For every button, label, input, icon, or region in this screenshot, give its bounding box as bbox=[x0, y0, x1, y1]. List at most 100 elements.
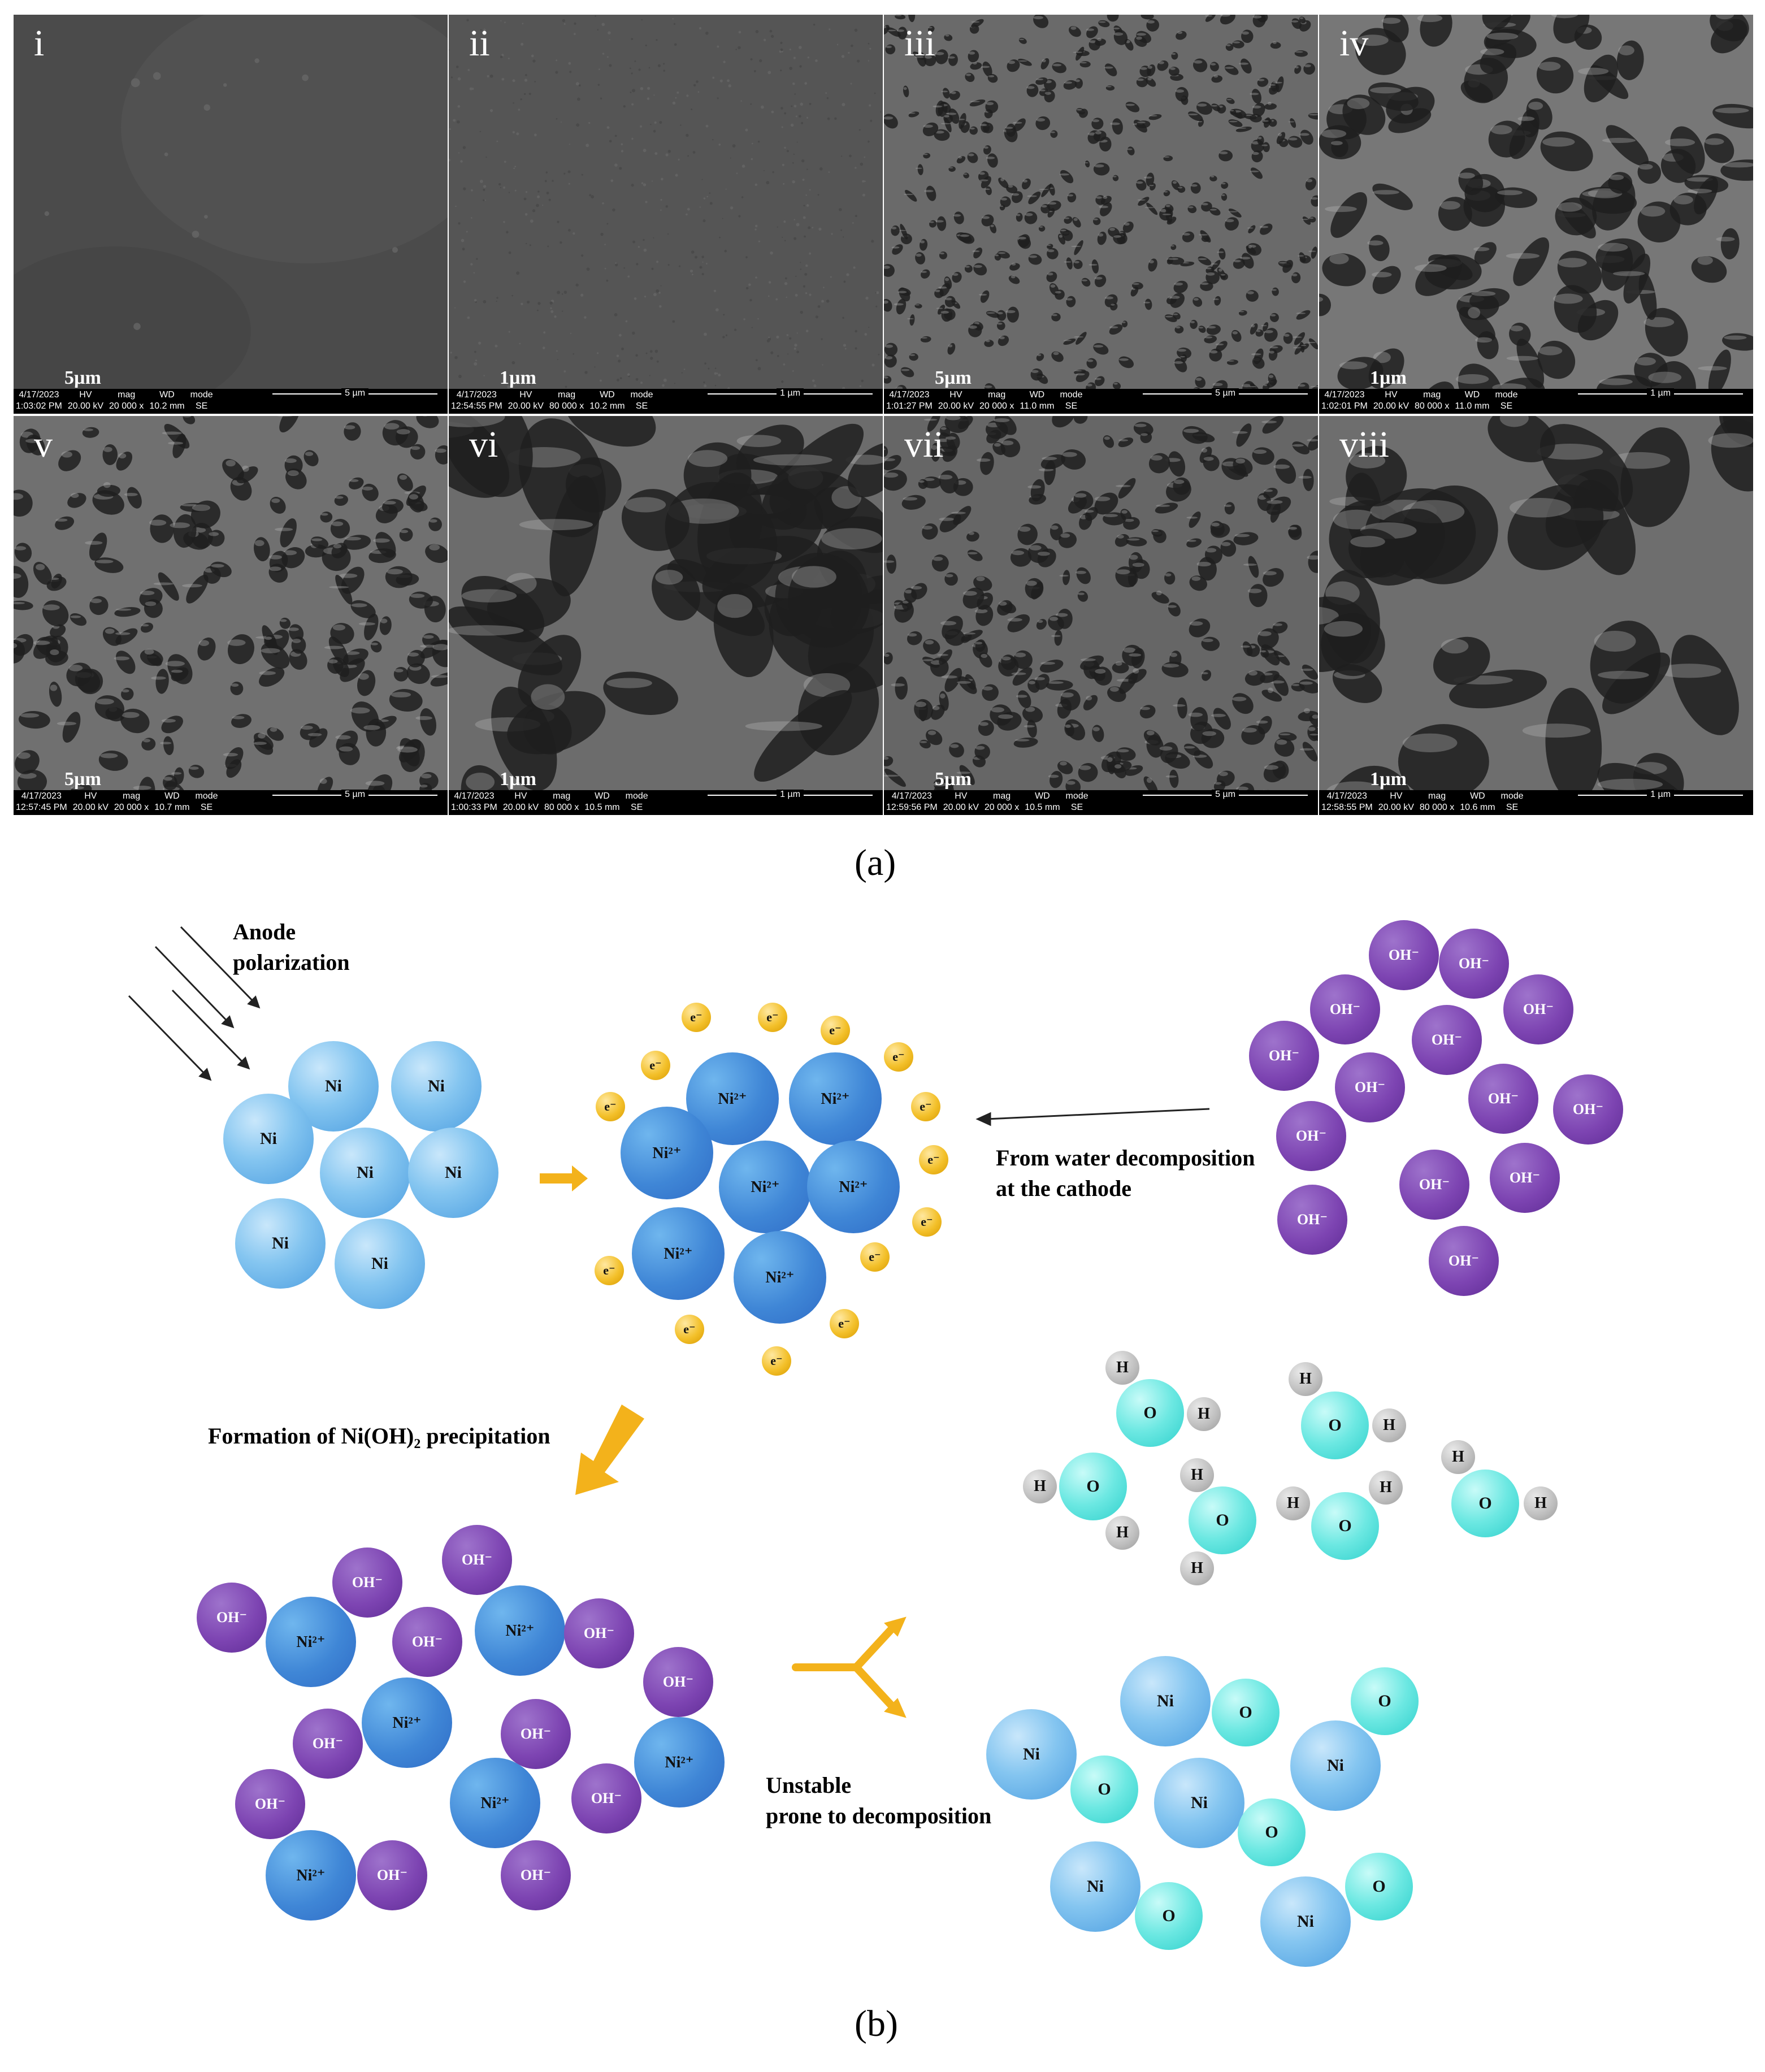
sem-panel-iv: iv 1µm 4/17/2023 HV mag WD mode 1:02:01 … bbox=[1319, 15, 1753, 414]
meta-date: 4/17/2023 bbox=[1326, 791, 1367, 801]
meta-wd: 10.2 mm bbox=[149, 401, 185, 411]
nickel-ion: Ni²⁺ bbox=[266, 1830, 356, 1921]
sem-metadata-bar: 4/17/2023 HV mag WD mode 12:59:56 PM 20.… bbox=[884, 790, 1318, 815]
oxygen-atom: O bbox=[1451, 1470, 1519, 1537]
oxygen-atom: O bbox=[1351, 1667, 1419, 1735]
meta-wd: 10.5 mm bbox=[1025, 803, 1060, 812]
meta-mode: SE bbox=[1506, 803, 1519, 812]
hydroxide-ion: OH⁻ bbox=[1429, 1226, 1499, 1296]
oxygen-atom: O bbox=[1345, 1853, 1413, 1921]
meta-mode-header: mode bbox=[190, 390, 213, 400]
hydrogen-atom: H bbox=[1289, 1362, 1322, 1396]
panel-label: vi bbox=[469, 424, 498, 465]
hydroxide-ion: OH⁻ bbox=[1369, 920, 1439, 990]
meta-mag: 80 000 x bbox=[1414, 401, 1450, 411]
sem-panel-vii: vii 5µm 4/17/2023 HV mag WD mode 12:59:5… bbox=[884, 416, 1318, 815]
meta-wd-header: WD bbox=[600, 390, 615, 400]
sem-micrograph-texture bbox=[449, 15, 883, 414]
meta-hv: 20.00 kV bbox=[67, 401, 103, 411]
meta-wd: 10.7 mm bbox=[154, 803, 190, 812]
electron: e⁻ bbox=[884, 1042, 913, 1072]
hydrogen-atom: H bbox=[1180, 1458, 1214, 1492]
nickel-ion: Ni²⁺ bbox=[621, 1107, 713, 1199]
meta-wd: 10.5 mm bbox=[584, 803, 620, 812]
meta-wd-header: WD bbox=[595, 791, 610, 801]
hydroxide-ion: OH⁻ bbox=[564, 1598, 634, 1668]
electron: e⁻ bbox=[860, 1242, 890, 1272]
nickel-ion: Ni²⁺ bbox=[634, 1717, 725, 1807]
nickel-ion: Ni²⁺ bbox=[362, 1677, 452, 1768]
nickel-ion: Ni²⁺ bbox=[450, 1758, 540, 1848]
meta-scale-text: 1 µm bbox=[777, 388, 804, 398]
meta-time: 12:54:55 PM bbox=[451, 401, 502, 411]
scale-bar-label: 5µm bbox=[64, 367, 101, 388]
anode-polarization-arrows bbox=[128, 926, 261, 1081]
hydrogen-atom: H bbox=[1180, 1551, 1214, 1585]
meta-mag: 80 000 x bbox=[544, 803, 579, 812]
meta-mag-header: mag bbox=[993, 791, 1011, 801]
meta-hv-header: HV bbox=[955, 791, 968, 801]
hydrogen-atom: H bbox=[1276, 1486, 1310, 1520]
meta-hv-header: HV bbox=[949, 390, 962, 400]
meta-mag-header: mag bbox=[558, 390, 576, 400]
meta-time: 1:03:02 PM bbox=[16, 401, 62, 411]
hydrogen-atom: H bbox=[1372, 1408, 1406, 1442]
meta-mag-header: mag bbox=[1423, 390, 1441, 400]
meta-hv: 20.00 kV bbox=[508, 401, 544, 411]
meta-mode-header: mode bbox=[1065, 791, 1089, 801]
hydroxide-ion: OH⁻ bbox=[1468, 1064, 1538, 1134]
meta-date: 4/17/2023 bbox=[454, 791, 495, 801]
hydroxide-ion: OH⁻ bbox=[1412, 1005, 1482, 1075]
sem-panel-ii: ii 1µm 4/17/2023 HV mag WD mode 12:54:55… bbox=[449, 15, 883, 414]
meta-mode-header: mode bbox=[1060, 390, 1083, 400]
meta-date: 4/17/2023 bbox=[19, 390, 59, 400]
hydroxide-ion: OH⁻ bbox=[293, 1709, 363, 1779]
meta-mode: SE bbox=[195, 401, 208, 411]
sem-panel-iii: iii 5µm 4/17/2023 HV mag WD mode 1:01:27… bbox=[884, 15, 1318, 414]
electron: e⁻ bbox=[595, 1256, 624, 1285]
meta-hv: 20.00 kV bbox=[1378, 803, 1414, 812]
sem-micrograph-texture bbox=[14, 416, 448, 815]
meta-time: 12:58:55 PM bbox=[1321, 803, 1373, 812]
meta-mag: 80 000 x bbox=[549, 401, 584, 411]
sem-panel-viii: viii 1µm 4/17/2023 HV mag WD mode 12:58:… bbox=[1319, 416, 1753, 815]
sem-micrograph-texture bbox=[884, 416, 1318, 815]
electron: e⁻ bbox=[596, 1092, 625, 1121]
caption-a: (a) bbox=[855, 842, 896, 883]
scale-bar-label: 1µm bbox=[500, 769, 536, 790]
scale-bar-label: 1µm bbox=[500, 367, 536, 388]
panel-label: vii bbox=[904, 424, 944, 465]
meta-mode: SE bbox=[1070, 803, 1083, 812]
oxygen-atom: O bbox=[1189, 1486, 1256, 1554]
anode-polarization-label: Anode polarization bbox=[233, 919, 350, 975]
meta-hv: 20.00 kV bbox=[943, 803, 979, 812]
hydrogen-atom: H bbox=[1524, 1486, 1558, 1520]
sem-metadata-bar: 4/17/2023 HV mag WD mode 12:57:45 PM 20.… bbox=[14, 790, 448, 815]
nickel-ion: Ni²⁺ bbox=[734, 1231, 826, 1324]
hydroxide-ion: OH⁻ bbox=[442, 1525, 512, 1595]
meta-hv-header: HV bbox=[1385, 390, 1398, 400]
panel-label: i bbox=[34, 23, 45, 64]
meta-mag-header: mag bbox=[123, 791, 141, 801]
nickel-atom: Ni bbox=[1290, 1720, 1381, 1811]
meta-hv-header: HV bbox=[84, 791, 97, 801]
meta-wd-header: WD bbox=[164, 791, 180, 801]
sem-micrograph-texture bbox=[14, 15, 448, 414]
oxygen-atom: O bbox=[1311, 1492, 1379, 1560]
meta-mode: SE bbox=[1500, 401, 1513, 411]
meta-mode: SE bbox=[630, 803, 643, 812]
meta-mode-header: mode bbox=[625, 791, 648, 801]
electron: e⁻ bbox=[830, 1309, 859, 1338]
meta-mode-header: mode bbox=[195, 791, 218, 801]
hydroxide-ion: OH⁻ bbox=[1310, 974, 1380, 1044]
hydroxide-ion: OH⁻ bbox=[357, 1840, 427, 1910]
electron: e⁻ bbox=[911, 1092, 940, 1121]
meta-wd-header: WD bbox=[1470, 791, 1485, 801]
meta-hv: 20.00 kV bbox=[1373, 401, 1409, 411]
hydroxide-ion: OH⁻ bbox=[1503, 974, 1573, 1044]
meta-hv-header: HV bbox=[79, 390, 92, 400]
meta-mode: SE bbox=[1065, 401, 1078, 411]
meta-scale-text: 1 µm bbox=[1647, 790, 1675, 799]
nickel-ion: Ni²⁺ bbox=[266, 1597, 356, 1687]
